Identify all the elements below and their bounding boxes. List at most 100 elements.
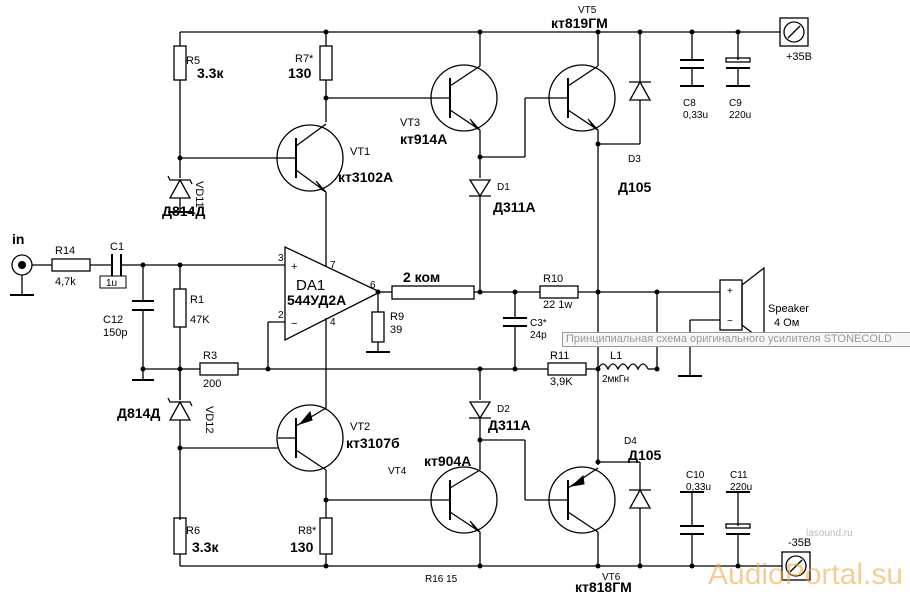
c3-value: 24p [530, 330, 547, 341]
r5-name: R5 [186, 55, 200, 67]
resistor-r9 [366, 292, 390, 353]
resistor-r11 [547, 362, 598, 376]
c3-name: C3* [530, 318, 547, 329]
capacitor-c3 [503, 292, 527, 369]
vt1-name: VT1 [350, 146, 370, 158]
resistor-r6 [173, 517, 187, 566]
r11-name: R11 [550, 350, 569, 362]
vd12-value: Д814Д [117, 405, 160, 421]
diode-d4 [598, 461, 652, 566]
speaker-plus: + [727, 286, 733, 297]
c8-name: C8 [683, 98, 696, 109]
r8-value: 130 [290, 539, 314, 555]
resistor-r3 [199, 362, 480, 376]
r11-value: 3,9K [550, 376, 573, 388]
r5-value: 3.3к [197, 65, 224, 81]
r3-value: 200 [203, 378, 221, 390]
r1-name: R1 [190, 294, 204, 306]
c10-name: C10 [686, 470, 705, 481]
c11-name: C11 [730, 470, 748, 481]
vt6-value: кт818ГМ [575, 579, 632, 595]
resistor-r14 [51, 258, 112, 272]
watermark: AudioPortal.su [708, 558, 904, 591]
pin2-label: 2 [278, 310, 284, 321]
c10-value: 0,33u [686, 482, 711, 493]
speaker-minus: − [727, 316, 733, 327]
l1-value: 2мкГн [602, 374, 629, 385]
zener-vd12 [167, 369, 193, 520]
pos-supply-label: +35В [786, 51, 812, 63]
r7-value: 130 [288, 65, 312, 81]
c9-value: 220u [729, 110, 751, 121]
pin6-label: 6 [370, 280, 376, 291]
vd12-name: VD12 [203, 406, 215, 434]
transistor-vt2 [276, 404, 344, 518]
r9-value: 39 [390, 324, 402, 336]
c1-value: 1u [106, 278, 117, 289]
r14-value: 4,7k [55, 276, 76, 288]
r8-name: R8* [298, 525, 317, 537]
d2-value: Д311А [488, 417, 531, 433]
pin4-label: 4 [330, 317, 336, 328]
r6-value: 3.3к [192, 539, 219, 555]
resistor-r5 [173, 32, 187, 158]
r7-name: R7* [295, 53, 314, 65]
c8-value: 0,33u [683, 110, 708, 121]
da1-name: DA1 [296, 277, 325, 294]
d2-name: D2 [497, 404, 510, 415]
tooltip-text: Принципиальная схема оригинального усили… [566, 333, 892, 345]
zener-vd11 [167, 158, 193, 213]
vt4-value: кт904А [424, 453, 471, 469]
diode-d3 [598, 32, 652, 145]
transistor-vt5 [548, 32, 616, 465]
r6-name: R6 [186, 525, 200, 537]
d3-value: Д105 [618, 179, 652, 195]
pos-supply-terminal [779, 17, 809, 47]
c9-name: C9 [729, 98, 742, 109]
capacitor-c9 [725, 32, 751, 87]
r9-name: R9 [390, 311, 404, 323]
d4-value: Д105 [628, 447, 662, 463]
vt1-value: кт3102А [338, 169, 393, 185]
plus-sign: + [291, 261, 297, 273]
c12-value: 150p [103, 327, 127, 339]
minus-sign: − [291, 318, 297, 330]
diode-d1 [468, 157, 492, 292]
d1-value: Д311А [493, 199, 536, 215]
vt3-name: VT3 [400, 117, 420, 129]
two-kom-label: 2 ком [403, 269, 440, 285]
r10-value: 22 1w [543, 299, 572, 311]
resistor-r8 [319, 517, 333, 566]
speaker-value: 4 Ом [774, 317, 799, 329]
input-jack [10, 254, 52, 296]
resistor-2kom [391, 285, 480, 300]
capacitor-c12 [132, 265, 154, 381]
pin3-label: 3 [278, 253, 284, 264]
vt2-value: кт3107б [346, 435, 400, 451]
speaker-name: Speaker [768, 303, 809, 315]
resistor-r10 [539, 285, 720, 299]
resistor-r7 [319, 32, 333, 98]
d4-name: D4 [624, 436, 637, 447]
capacitor-c10 [680, 491, 704, 566]
r3-name: R3 [203, 350, 217, 362]
inductor-l1 [597, 363, 657, 371]
vt5-value: кт819ГМ [551, 15, 608, 31]
da1-value: 544УД2А [287, 292, 346, 308]
vt2-name: VT2 [350, 421, 370, 433]
transistor-vt4 [430, 466, 498, 566]
r10-name: R10 [543, 273, 563, 285]
r16-label: R16 15 [425, 574, 458, 585]
d3-name: D3 [628, 154, 641, 165]
d1-name: D1 [497, 182, 510, 193]
vt3-value: кт914А [400, 131, 447, 147]
input-label: in [12, 231, 24, 247]
diode-d2 [468, 369, 492, 470]
transistor-vt1 [276, 123, 344, 193]
speaker [678, 266, 765, 377]
l1-name: L1 [610, 350, 622, 362]
transistor-vt6 [548, 466, 616, 566]
vt5-name: VT5 [578, 5, 597, 16]
site-label: lasound.ru [806, 528, 853, 539]
